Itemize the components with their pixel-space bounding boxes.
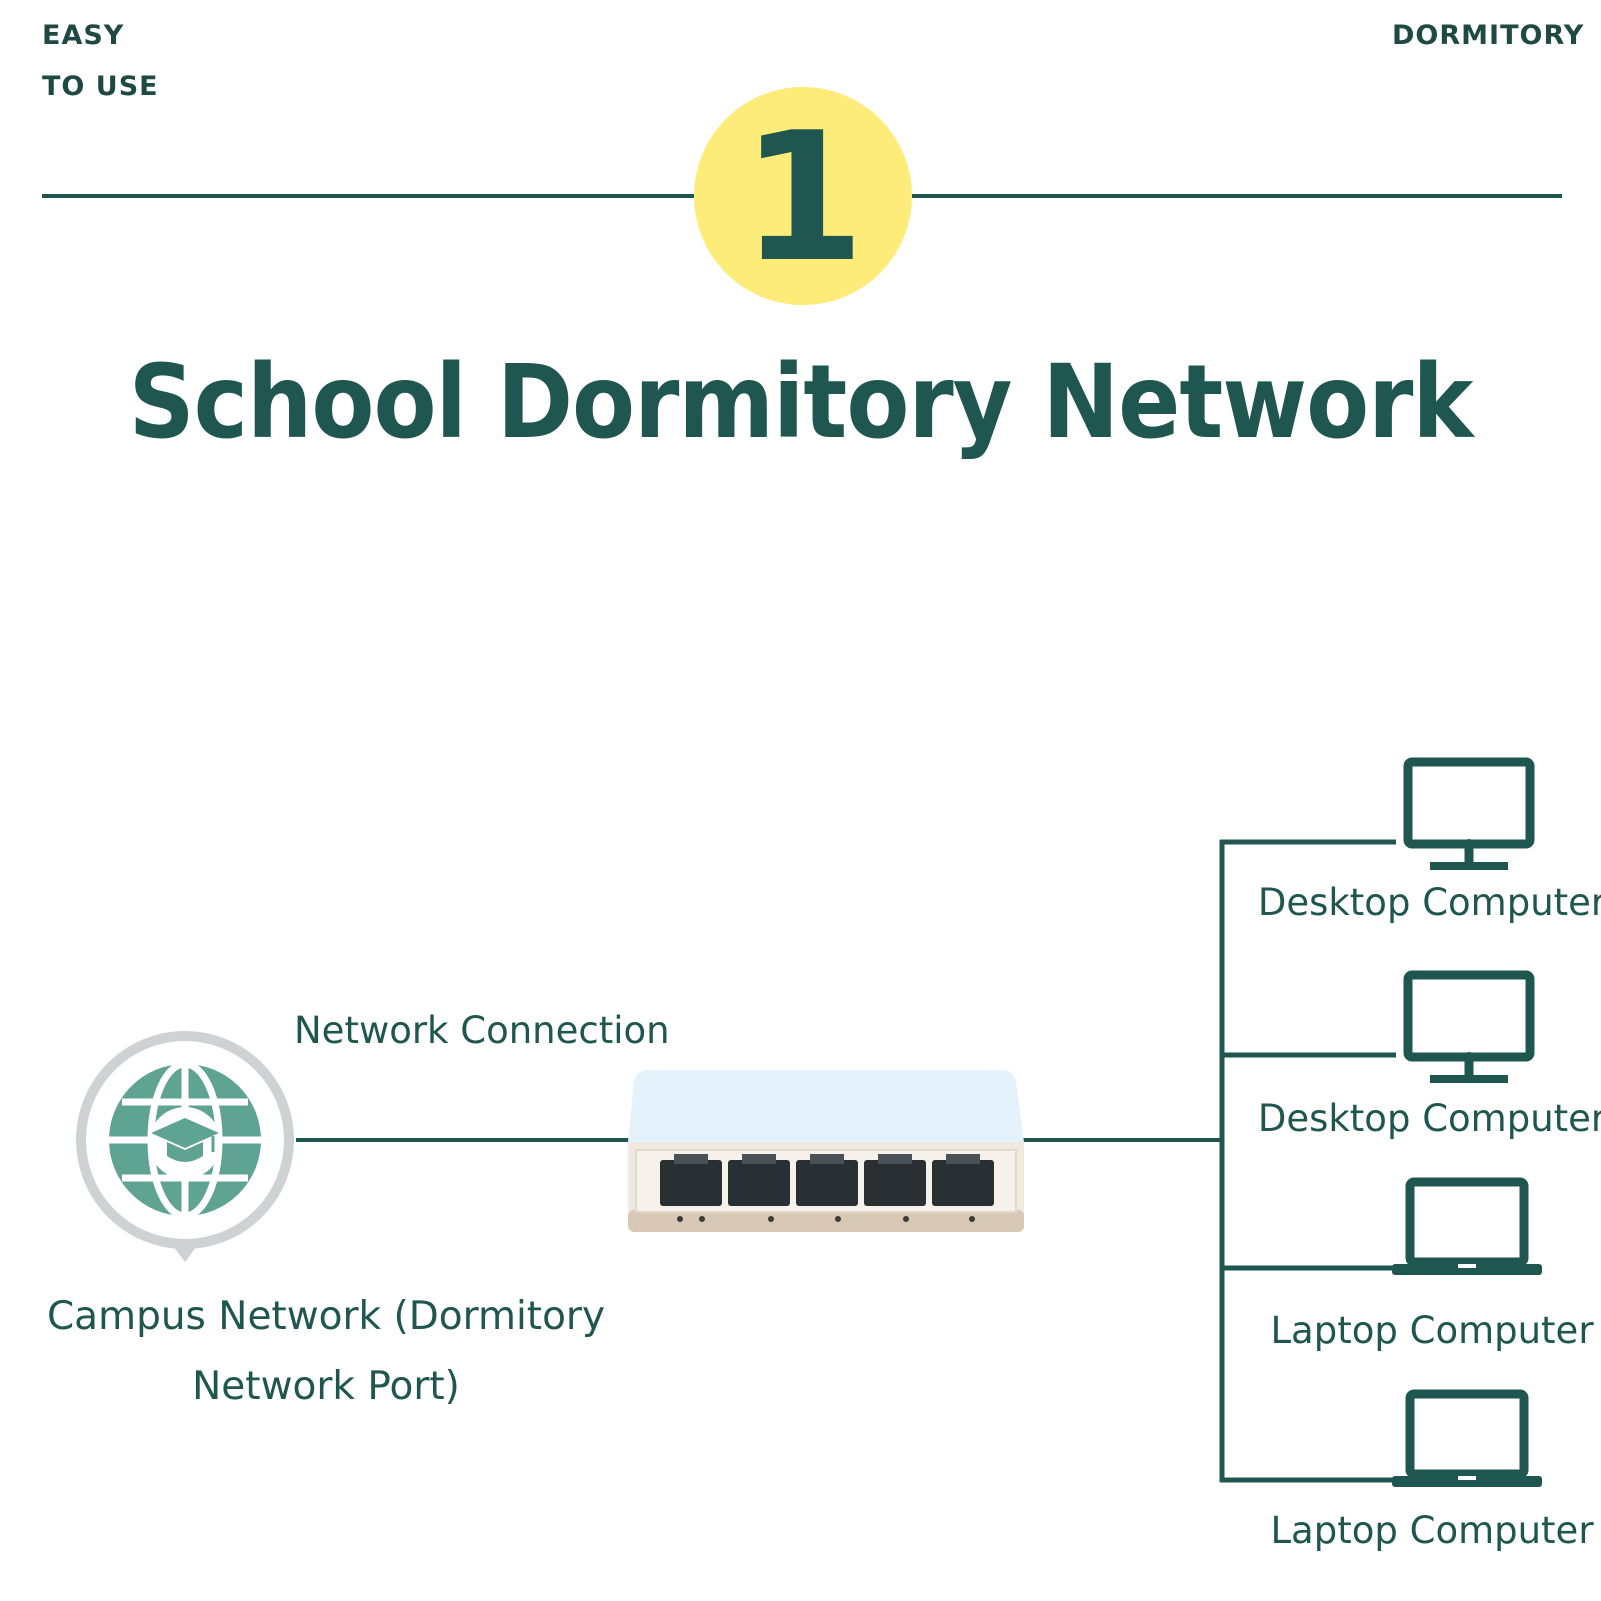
device-label: Laptop Computer <box>1270 1509 1594 1552</box>
page-title: School Dormitory Network <box>128 343 1474 462</box>
link-label: Network Connection <box>294 1009 670 1052</box>
step-number: 1 <box>741 94 865 301</box>
tag-to-use: TO USE <box>42 71 159 102</box>
source-label-line2: Network Port) <box>192 1364 460 1409</box>
device-label: Laptop Computer <box>1270 1309 1594 1352</box>
ethernet-switch <box>628 1070 1024 1232</box>
laptop-icon <box>1392 1177 1542 1275</box>
step-number-badge: 1 <box>694 87 912 305</box>
source-label-line1: Campus Network (Dormitory <box>46 1294 606 1339</box>
tag-easy: EASY <box>42 20 125 51</box>
desktop-monitor-icon <box>1403 970 1535 1083</box>
header-rule-right <box>912 194 1562 198</box>
desktop-monitor-icon <box>1403 757 1535 870</box>
device-label: Desktop Computer <box>1257 1097 1601 1140</box>
laptop-icon <box>1392 1389 1542 1487</box>
header-rule-left <box>42 194 694 198</box>
device-label: Desktop Computer <box>1257 881 1601 924</box>
tag-dormitory: DORMITORY <box>1392 20 1585 51</box>
campus-network-icon <box>76 1031 294 1262</box>
